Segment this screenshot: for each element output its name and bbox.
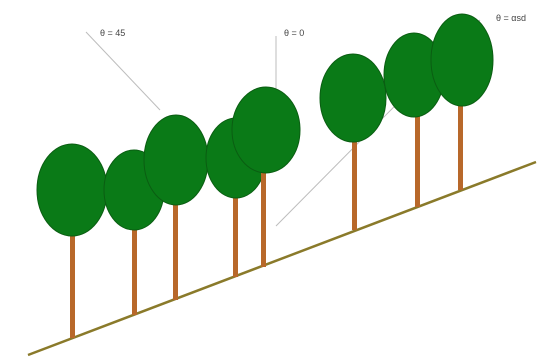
tree-trunk [233,175,238,277]
tree-trunk [352,120,357,230]
tree-trunk [173,180,178,300]
tree-trunk [132,200,137,315]
tree-canopy [430,13,494,107]
tree-canopy [36,143,108,237]
tree [231,86,301,267]
tree-trunk [415,100,420,207]
tree-canopy [231,86,301,174]
tree-trunk [458,90,463,190]
tree [36,143,108,338]
label-middle: θ = 0 [284,28,304,38]
tree-canopy [319,53,387,143]
tree [430,13,494,190]
label-left: θ = 45 [100,28,125,38]
tree-trunk [70,200,75,338]
ground-slope-line [27,160,537,357]
tree-canopy [143,114,209,206]
tree-trunk [261,160,266,267]
guide-line-left [85,31,161,111]
tree [319,53,387,230]
label-right: θ = αsd [496,13,526,23]
